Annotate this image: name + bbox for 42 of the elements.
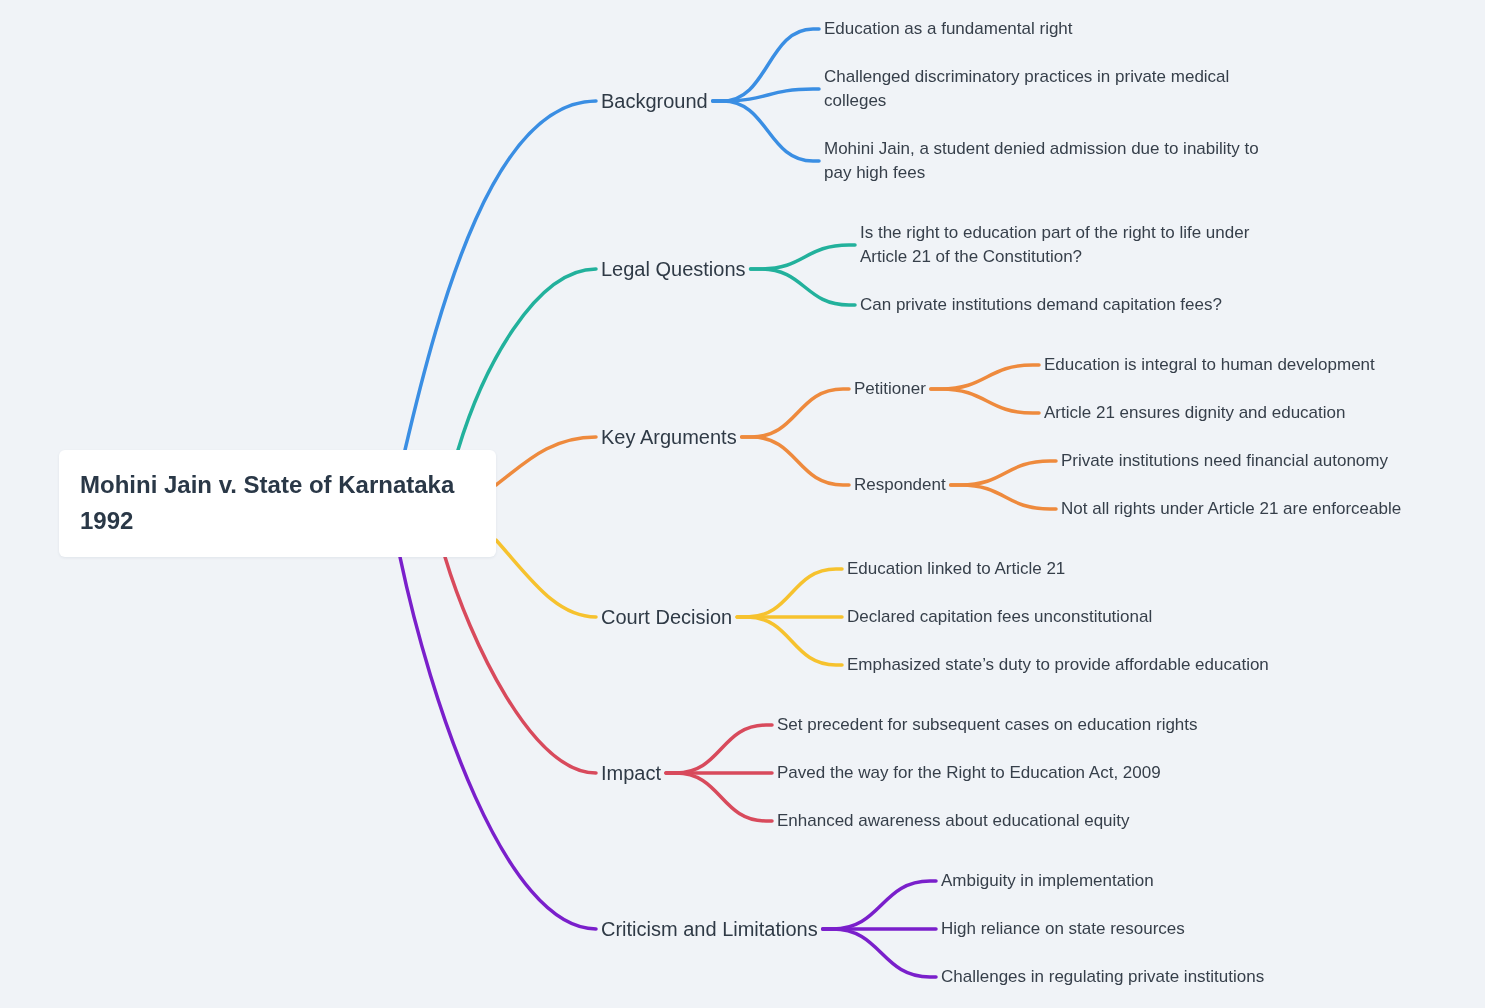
branch-connector	[739, 435, 851, 487]
branch-connector	[735, 615, 844, 667]
subtopic-text: High reliance on state resources	[936, 917, 1190, 941]
subtopic-text: Declared capitation fees unconstitutional	[842, 605, 1158, 629]
central-topic-card	[59, 450, 496, 557]
branch-connector	[948, 483, 1058, 511]
subtopic-text: Emphasized state’s duty to provide affordable education	[842, 653, 1274, 677]
subtopic-text: Can private institutions demand capitation fees?	[855, 293, 1227, 317]
branch-connector	[403, 99, 598, 452]
branch-connector	[443, 555, 598, 775]
subtopic-text: Ambiguity in implementation	[936, 869, 1159, 893]
subtopic-text: Set precedent for subsequent cases on education rights	[772, 713, 1203, 737]
subtopic-text: Education as a fundamental right	[819, 17, 1078, 41]
subtopic-text: Challenges in regulating private institutions	[936, 965, 1270, 989]
subtopic-text: Education is integral to human development	[1039, 353, 1380, 377]
subtopic-text: Respondent	[849, 473, 951, 497]
branch-connector	[711, 99, 821, 163]
branch-connector	[494, 435, 598, 487]
branch-topic-text: Legal Questions	[596, 256, 751, 282]
subtopic-text: Enhanced awareness about educational equity	[772, 809, 1135, 833]
branch-connector	[456, 267, 598, 452]
branch-connector	[929, 387, 1041, 415]
subtopic-text: Not all rights under Article 21 are enforceable	[1056, 497, 1407, 521]
branch-topic-text: Criticism and Limitations	[596, 916, 823, 942]
branch-connector	[664, 771, 774, 823]
subtopic-text: Paved the way for the Right to Education Act, 2009	[772, 761, 1166, 785]
branch-connector	[748, 267, 857, 307]
subtopic-text: Petitioner	[849, 377, 931, 401]
branch-connector	[821, 927, 938, 979]
subtopic-text: Private institutions need financial autonomy	[1056, 449, 1393, 473]
subtopic-text: Challenged discriminatory practices in private medical colleges	[819, 65, 1269, 113]
subtopic-text: Article 21 ensures dignity and education	[1039, 401, 1351, 425]
branch-connector	[398, 555, 598, 931]
branch-topic-text: Background	[596, 88, 713, 114]
central-topic-text: Mohini Jain v. State of Karnataka 1992	[80, 470, 456, 536]
branch-topic-text: Key Arguments	[596, 424, 742, 450]
subtopic-text: Is the right to education part of the right to life under Article 21 of the Constitution?	[855, 221, 1290, 269]
branch-topic-text: Impact	[596, 760, 667, 786]
subtopic-text: Education linked to Article 21	[842, 557, 1071, 581]
branch-connector	[494, 538, 598, 619]
branch-topic-text: Court Decision	[596, 604, 738, 630]
subtopic-text: Mohini Jain, a student denied admission due to inability to pay high fees	[819, 137, 1291, 185]
